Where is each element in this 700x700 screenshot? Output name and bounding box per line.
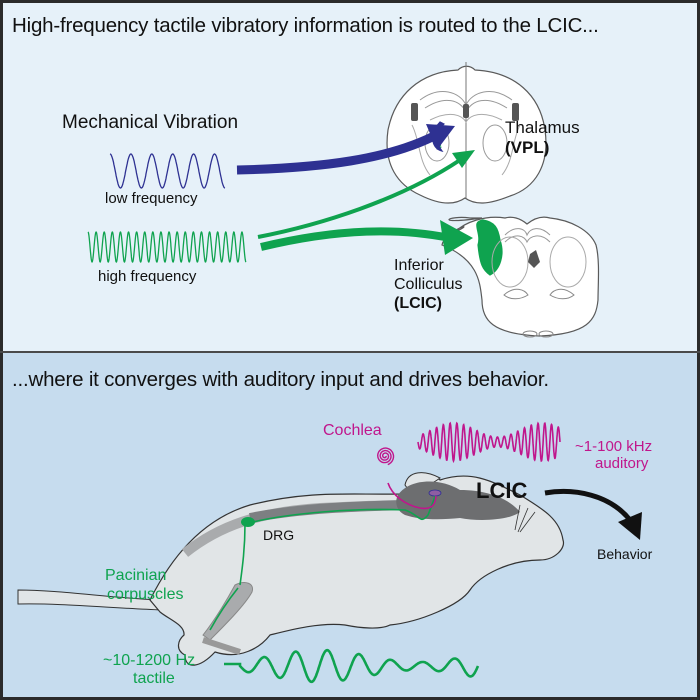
low-frequency-wave	[109, 153, 226, 189]
auditory-wave	[417, 421, 561, 464]
auditory-label: auditory	[595, 455, 649, 472]
auditory-nerve-pathway	[387, 482, 437, 510]
tactile-range-label: ~10-1200 Hz	[103, 652, 196, 669]
top-panel-heading: High-frequency tactile vibratory informa…	[12, 14, 599, 37]
cochlea-spiral-icon	[376, 447, 395, 466]
high-frequency-wave	[87, 231, 247, 263]
lcic-label: LCIC	[476, 478, 528, 503]
corpuscles-label: corpuscles	[107, 586, 184, 603]
ic-lcic-label: (LCIC)	[394, 295, 442, 312]
lcic-to-behavior-arrow	[544, 488, 642, 540]
inferior-colliculus-brain-section	[441, 216, 600, 338]
high-frequency-label: high frequency	[98, 268, 197, 285]
inferior-label: Inferior	[394, 257, 444, 274]
high-frequency-arrow-to-lcic	[260, 220, 473, 255]
tactile-nerve-pathway	[209, 495, 436, 631]
low-frequency-arrow-to-thalamus	[236, 124, 455, 175]
vpl-label: (VPL)	[505, 138, 550, 157]
bottom-panel-heading: ...where it converges with auditory inpu…	[12, 368, 549, 391]
low-frequency-label: low frequency	[105, 190, 198, 207]
mechanical-vibration-title: Mechanical Vibration	[62, 112, 239, 133]
cochlea-label: Cochlea	[323, 422, 382, 439]
tactile-label: tactile	[133, 670, 175, 687]
high-frequency-arrow-to-thalamus	[257, 150, 475, 239]
panel-divider	[0, 351, 700, 353]
drg-ganglion	[241, 517, 255, 527]
drg-label: DRG	[263, 527, 295, 543]
auditory-range-label: ~1-100 kHz	[575, 438, 653, 455]
thalamus-label: Thalamus	[505, 118, 580, 137]
behavior-label: Behavior	[597, 546, 653, 562]
tactile-wave	[224, 648, 480, 684]
pacinian-label: Pacinian	[105, 567, 167, 584]
colliculus-label: Colliculus	[394, 276, 463, 293]
